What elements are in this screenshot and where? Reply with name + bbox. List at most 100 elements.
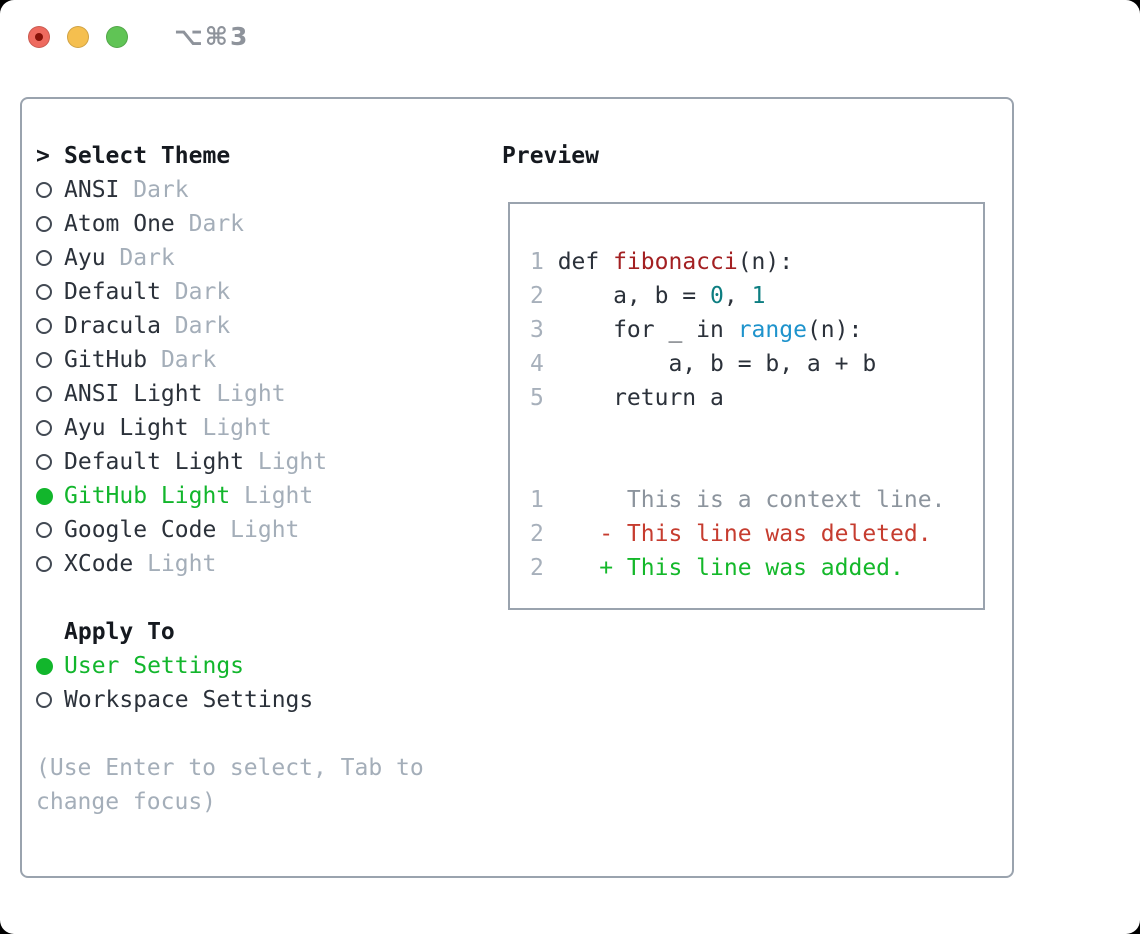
line-number: 1 — [530, 249, 544, 275]
option-label: XCode — [64, 551, 134, 577]
option-label: ANSI — [64, 177, 120, 203]
variant-tag: Light — [230, 517, 300, 543]
token-builtin: range — [737, 317, 807, 343]
token-code: , — [723, 283, 752, 309]
option-label: Ayu — [64, 245, 106, 271]
token-code: (n): — [806, 317, 863, 343]
prompt-icon: > — [36, 143, 50, 169]
variant-tag: Light — [202, 415, 272, 441]
radio-icon — [36, 250, 52, 266]
option-label: GitHub Light — [64, 483, 231, 509]
radio-icon — [36, 692, 52, 708]
line-number: 2 — [530, 555, 544, 581]
select-theme-heading: Select Theme — [64, 143, 231, 169]
code-line: 4 a, b = b, a + b — [530, 347, 983, 381]
token-code: (n): — [737, 249, 794, 275]
option-label: GitHub — [64, 347, 148, 373]
code-line: 2 a, b = 0, 1 — [530, 279, 983, 313]
radio-icon — [36, 182, 52, 198]
line-number: 3 — [530, 317, 544, 343]
radio-icon — [36, 556, 52, 572]
radio-icon — [36, 522, 52, 538]
code-line: 1 def fibonacci(n): — [530, 245, 983, 279]
theme-option-google-code[interactable]: Google Code Light — [36, 513, 496, 547]
variant-tag: Dark — [188, 211, 245, 237]
theme-option-ansi-light[interactable]: ANSI Light Light — [36, 377, 496, 411]
spacer — [36, 717, 496, 751]
apply-option-workspace-settings[interactable]: Workspace Settings — [36, 683, 496, 717]
option-label: ANSI Light — [64, 381, 203, 407]
spacer — [36, 581, 496, 615]
option-label: Atom One — [64, 211, 175, 237]
radio-icon — [36, 386, 52, 402]
theme-option-atom-one[interactable]: Atom One Dark — [36, 207, 496, 241]
variant-tag: Light — [244, 483, 314, 509]
close-button[interactable] — [28, 26, 50, 48]
minimize-button[interactable] — [67, 26, 89, 48]
window-title: ⌥⌘3 — [174, 22, 250, 51]
variant-tag: Dark — [174, 279, 231, 305]
radio-selected-icon — [36, 657, 53, 675]
variant-tag: Dark — [133, 177, 189, 203]
traffic-lights — [28, 26, 128, 48]
radio-selected-icon — [36, 487, 53, 505]
radio-icon — [36, 352, 52, 368]
token-code: return a — [557, 385, 724, 411]
token-code: a, b = — [557, 283, 711, 309]
code-line: 2 + This line was added. — [530, 551, 983, 585]
line-number: 1 — [530, 487, 544, 513]
option-label: Default Light — [64, 449, 245, 475]
token-num: 0 — [710, 283, 724, 309]
token-code: for _ in — [557, 317, 738, 343]
theme-option-github-light[interactable]: GitHub Light Light — [36, 479, 496, 513]
apply-option-user-settings[interactable]: User Settings — [36, 649, 496, 683]
zoom-button[interactable] — [106, 26, 128, 48]
token-del: - This line was deleted. — [557, 521, 932, 547]
variant-tag: Light — [216, 381, 286, 407]
theme-option-ayu[interactable]: Ayu Dark — [36, 241, 496, 275]
preview-heading: Preview — [502, 143, 599, 169]
token-add: + This line was added. — [557, 555, 904, 581]
code-line — [530, 415, 983, 449]
variant-tag: Dark — [119, 245, 175, 271]
radio-icon — [36, 318, 52, 334]
select-theme-heading-row: > Select Theme — [36, 139, 496, 173]
code-line: 3 for _ in range(n): — [530, 313, 983, 347]
help-text: (Use Enter to select, Tab to change focu… — [36, 755, 424, 815]
variant-tag: Light — [257, 449, 328, 475]
option-label: Workspace Settings — [64, 687, 314, 713]
variant-tag: Dark — [174, 313, 231, 339]
option-label: Google Code — [64, 517, 217, 543]
code-line — [530, 449, 983, 483]
apply-to-heading: Apply To — [64, 619, 175, 645]
line-number: 5 — [530, 385, 544, 411]
code-line: 2 - This line was deleted. — [530, 517, 983, 551]
line-number: 4 — [530, 351, 544, 377]
option-label: User Settings — [64, 653, 245, 679]
radio-icon — [36, 420, 52, 436]
theme-option-dracula[interactable]: Dracula Dark — [36, 309, 496, 343]
apply-to-heading-row: Apply To — [36, 615, 496, 649]
token-func: fibonacci — [613, 249, 738, 275]
option-label: Dracula — [64, 313, 161, 339]
theme-option-ansi[interactable]: ANSI Dark — [36, 173, 496, 207]
code-line: 5 return a — [530, 381, 983, 415]
line-number: 2 — [530, 283, 544, 309]
line-number: 2 — [530, 521, 544, 547]
token-code: a, b = b, a + b — [557, 351, 877, 377]
theme-option-default-light[interactable]: Default Light Light — [36, 445, 496, 479]
token-num: 1 — [751, 283, 766, 309]
token-context: This is a context line. — [557, 487, 946, 513]
token-code: def — [557, 249, 614, 275]
